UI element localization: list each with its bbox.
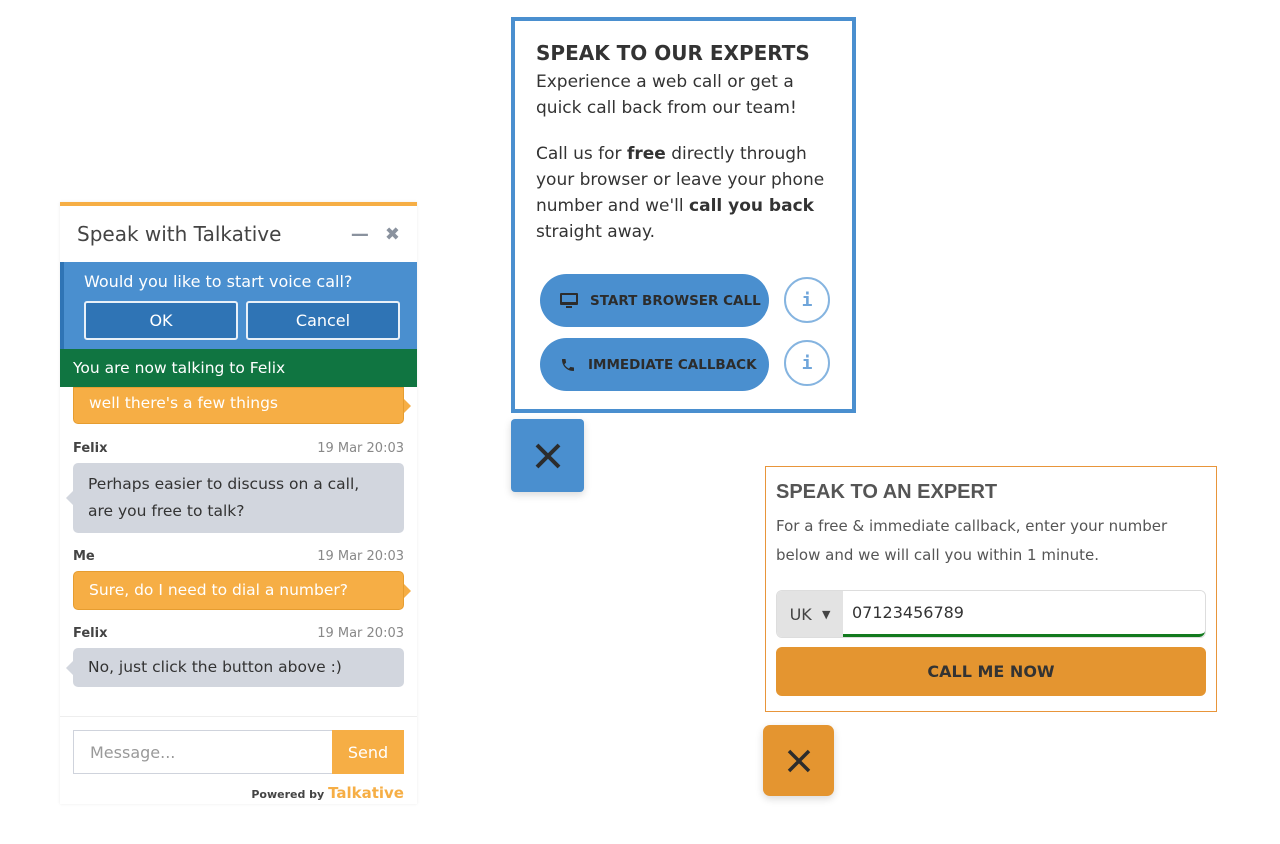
close-icon [787,749,810,772]
message-list: well there's a few things Felix 19 Mar 20… [60,387,417,687]
message-time: 19 Mar 20:03 [317,441,404,456]
immediate-callback-label: IMMEDIATE CALLBACK [588,356,757,373]
ok-button[interactable]: OK [84,301,238,340]
experts-intro: Experience a web call or get a quick cal… [536,72,797,118]
chat-title: Speak with Talkative [77,222,282,246]
country-value: UK [789,604,812,624]
voice-call-prompt: Would you like to start voice call? OK C… [60,262,417,349]
composer: Send Powered by Talkative [60,716,417,802]
brand-link[interactable]: Talkative [328,784,404,802]
phone-input[interactable] [843,591,1205,637]
message-sender: Felix [73,441,108,456]
close-experts-button[interactable] [511,419,584,492]
message-time: 19 Mar 20:03 [317,549,404,564]
message-bubble-agent: Perhaps easier to discuss on a call, are… [66,463,404,533]
experts-panel: SPEAK TO OUR EXPERTS Experience a web ca… [511,17,856,413]
expert-form-title: SPEAK TO AN EXPERT [776,481,998,503]
info-icon[interactable]: i [784,340,830,386]
experts-body: Call us for free directly through your b… [536,144,825,242]
message-bubble-agent: No, just click the button above :) [66,648,404,687]
message-input[interactable] [73,730,332,774]
chat-header: Speak with Talkative — ✖ [60,206,417,262]
close-icon [535,443,560,468]
powered-by-label: Powered by [251,788,325,801]
message-sender: Me [73,549,95,564]
expert-callback-form: SPEAK TO AN EXPERT For a free & immediat… [765,466,1217,712]
info-icon[interactable]: i [784,277,830,323]
message-time: 19 Mar 20:03 [317,626,404,641]
message-sender: Felix [73,626,108,641]
caret-down-icon: ▼ [821,607,831,621]
message-bubble-me: well there's a few things [73,387,411,424]
start-browser-call-button[interactable]: START BROWSER CALL [540,274,769,327]
status-banner: You are now talking to Felix [60,349,417,387]
powered-by: Powered by Talkative [73,784,404,802]
close-expert-form-button[interactable] [763,725,834,796]
country-select[interactable]: UK ▼ [777,591,843,637]
phone-field: UK ▼ [776,590,1206,638]
experts-title: SPEAK TO OUR EXPERTS [536,41,810,65]
voice-call-question: Would you like to start voice call? [84,272,353,291]
message-bubble-me: Sure, do I need to dial a number? [73,571,411,610]
call-me-now-button[interactable]: CALL ME NOW [776,647,1206,696]
expert-form-description: For a free & immediate callback, enter y… [776,517,1168,564]
send-button[interactable]: Send [332,730,404,774]
close-icon[interactable]: ✖ [384,223,400,245]
cancel-button[interactable]: Cancel [246,301,400,340]
chat-widget: Speak with Talkative — ✖ Would you like … [60,202,417,804]
minimize-icon[interactable]: — [350,223,369,245]
monitor-icon [560,292,578,308]
start-browser-call-label: START BROWSER CALL [590,292,761,309]
immediate-callback-button[interactable]: IMMEDIATE CALLBACK [540,338,769,391]
phone-icon [562,358,574,371]
